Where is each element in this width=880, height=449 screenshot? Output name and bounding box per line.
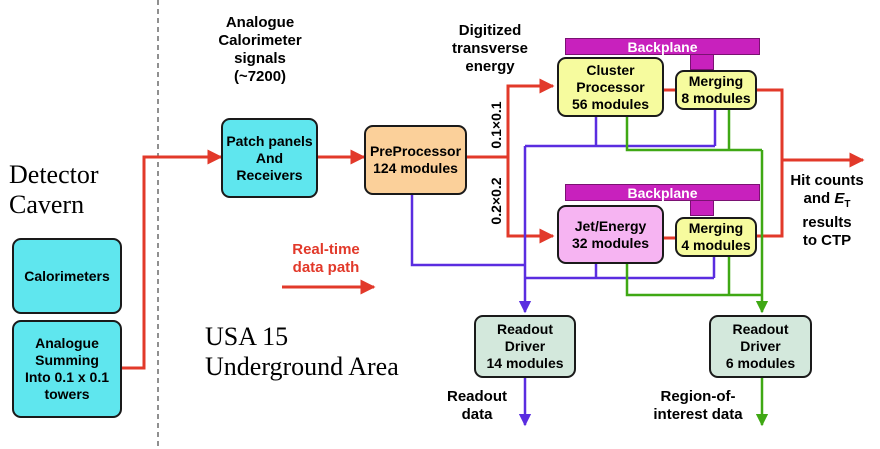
wire-preproc-readout <box>410 195 525 267</box>
wire-summing-to-patch <box>122 149 223 370</box>
granularity-top-label: 0.1×0.1 <box>488 101 504 149</box>
wire-to-cluster <box>506 78 555 157</box>
wire-je-roi <box>625 264 762 297</box>
readout-path <box>410 110 717 427</box>
granularity-bottom-label: 0.2×0.2 <box>488 177 504 225</box>
calorimeters-box: Calorimeters <box>12 238 122 314</box>
realtime-path <box>122 78 865 370</box>
et-subscript: T <box>844 199 851 210</box>
et-symbol: E <box>834 190 845 207</box>
backplane-top-connector <box>690 54 714 70</box>
wire-cp-roi <box>625 117 762 152</box>
roi-data-label: Region-of-interest data <box>653 388 743 423</box>
wire-merge-bottom-out <box>757 160 784 238</box>
backplane-bottom: Backplane <box>565 184 760 201</box>
wire-merge-top-out <box>757 88 784 160</box>
roi-path <box>625 110 769 427</box>
wire-to-jet <box>506 157 555 244</box>
backplane-bottom-connector <box>690 200 714 216</box>
backplane-top: Backplane <box>565 38 760 55</box>
